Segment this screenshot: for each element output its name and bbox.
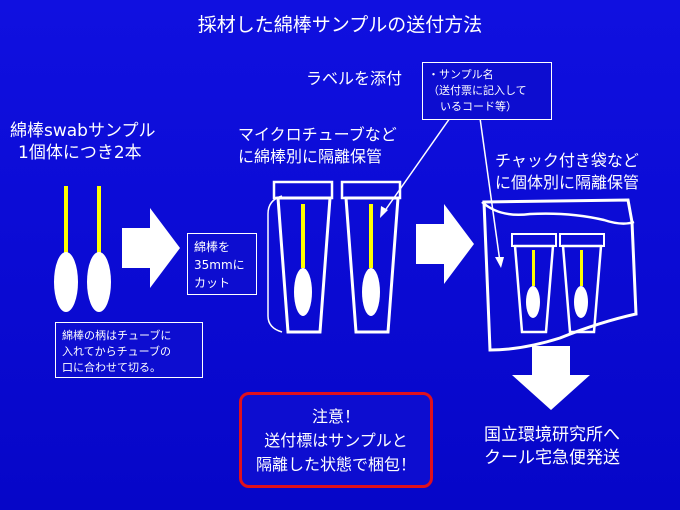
swab-stick — [97, 186, 101, 254]
swab-tip — [526, 286, 540, 318]
label-attach-text: ラベルを添付 — [306, 69, 403, 88]
callout-arrowhead — [495, 257, 504, 268]
microtube-pair-icon — [267, 180, 402, 334]
swab-stick — [532, 250, 535, 286]
bag-label-line2: に個体別に隔離保管 — [495, 173, 640, 192]
swab-stick — [369, 204, 373, 268]
note-line1: 綿棒の柄はチューブに — [62, 329, 172, 342]
cut-note-box: 綿棒の柄はチューブに 入れてからチューブの 口に合わせて切る。 — [55, 322, 203, 378]
notice-box: 注意！ 送付標はサンプルと 隔離した状態で梱包！ — [239, 392, 433, 488]
swab-sample-line2: 1個体につき2本 — [18, 143, 142, 163]
note-line2: 入れてからチューブの — [62, 345, 172, 358]
tube-cap — [340, 180, 402, 200]
tube-bracket — [267, 195, 283, 333]
notice-line1: 注意！ — [311, 407, 360, 426]
swab-tip — [54, 252, 78, 312]
cut-line1: 綿棒を — [194, 240, 231, 254]
tube-label: マイクロチューブなど に綿棒別に隔離保管 — [238, 124, 397, 168]
bag-label-line1: チャック付き袋など — [495, 151, 639, 170]
note-line3: 口に合わせて切る。 — [62, 361, 161, 374]
label-box-line2: （送付票に記入して — [428, 84, 527, 97]
tube-body — [276, 196, 332, 334]
tube-cap — [272, 180, 334, 200]
tube-label-line2: に綿棒別に隔離保管 — [238, 147, 383, 166]
destination-line2: クール宅急便発送 — [484, 448, 620, 468]
flow-arrow-down — [512, 346, 590, 410]
cut-line3: カット — [194, 276, 231, 290]
swab-tip — [294, 268, 312, 316]
callout-line — [479, 117, 501, 263]
tube-body — [561, 244, 603, 334]
swab-tip — [362, 268, 380, 316]
swab-tip — [87, 252, 111, 312]
tube-body — [513, 244, 555, 334]
swab-stick — [64, 186, 68, 254]
tube-cap — [511, 233, 557, 247]
flow-arrow-2 — [416, 204, 474, 284]
cut-line2: 35mmに — [194, 258, 245, 272]
destination-line1: 国立環境研究所へ — [484, 425, 620, 445]
zipper-bag-icon — [481, 198, 638, 352]
cut-instruction-box: 綿棒を 35mmに カット — [187, 233, 257, 295]
tube-label-line1: マイクロチューブなど — [238, 125, 397, 144]
label-content-box: ・サンプル名 （送付票に記入して いるコード等） — [422, 62, 552, 120]
bag-label: チャック付き袋など に個体別に隔離保管 — [495, 150, 639, 194]
swab-stick — [301, 204, 305, 268]
swab-stick — [580, 250, 583, 286]
destination-label: 国立環境研究所へ クール宅急便発送 — [484, 424, 620, 470]
tube-body — [344, 196, 400, 334]
notice-line2: 送付標はサンプルと — [264, 431, 408, 450]
callout-arrowhead — [380, 206, 388, 218]
swab-pair-icon — [54, 186, 111, 312]
notice-line3: 隔離した状態で梱包！ — [255, 455, 416, 474]
label-box-line3: いるコード等） — [440, 100, 517, 113]
page-title: 採材した綿棒サンプルの送付方法 — [197, 14, 483, 36]
swab-tip — [574, 286, 588, 318]
bag-outline — [482, 198, 638, 352]
bag-seal — [481, 201, 635, 225]
label-box-line1: ・サンプル名 — [428, 68, 494, 81]
swab-sample-line1: 綿棒swabサンプル — [10, 121, 156, 141]
callout-line — [383, 117, 451, 213]
swab-sample-label: 綿棒swabサンプル 1個体につき2本 — [10, 120, 155, 164]
tube-cap — [559, 233, 605, 247]
flow-arrow-1 — [122, 208, 180, 288]
